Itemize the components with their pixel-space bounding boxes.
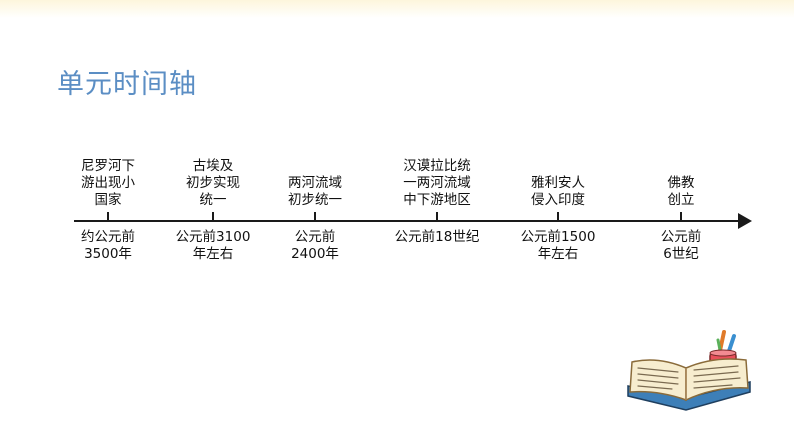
event-line: 汉谟拉比统	[382, 158, 492, 175]
event-line: 中下游地区	[382, 192, 492, 209]
open-book-illustration	[622, 326, 762, 416]
event-line: 统一	[158, 192, 268, 209]
page-title: 单元时间轴	[57, 62, 197, 101]
timeline-tick-5	[557, 212, 559, 221]
event-line: 创立	[626, 192, 736, 209]
timeline-tick-2	[212, 212, 214, 221]
event-time-2: 公元前3100 年左右	[158, 229, 268, 263]
event-time-1: 约公元前 3500年	[53, 229, 163, 263]
event-line: 初步统一	[260, 192, 370, 209]
time-line: 公元前18世纪	[382, 229, 492, 246]
time-line: 约公元前	[53, 229, 163, 246]
time-line: 3500年	[53, 246, 163, 263]
event-time-5: 公元前1500 年左右	[503, 229, 613, 263]
event-label-1: 尼罗河下 游出现小 国家	[53, 158, 163, 209]
top-decor-band	[0, 0, 794, 18]
event-line: 尼罗河下	[53, 158, 163, 175]
event-label-3: 两河流域 初步统一	[260, 175, 370, 209]
time-line: 2400年	[260, 246, 370, 263]
event-line: 一两河流域	[382, 175, 492, 192]
time-line: 公元前3100	[158, 229, 268, 246]
time-line: 年左右	[158, 246, 268, 263]
event-line: 佛教	[626, 175, 736, 192]
event-line: 游出现小	[53, 175, 163, 192]
event-label-6: 佛教 创立	[626, 175, 736, 209]
event-line: 两河流域	[260, 175, 370, 192]
event-line: 古埃及	[158, 158, 268, 175]
timeline-arrowhead	[738, 213, 752, 229]
event-time-6: 公元前 6世纪	[626, 229, 736, 263]
timeline-tick-1	[107, 212, 109, 221]
event-label-4: 汉谟拉比统 一两河流域 中下游地区	[382, 158, 492, 209]
time-line: 公元前	[260, 229, 370, 246]
time-line: 公元前1500	[503, 229, 613, 246]
event-line: 雅利安人	[503, 175, 613, 192]
event-label-2: 古埃及 初步实现 统一	[158, 158, 268, 209]
timeline-axis	[74, 220, 742, 222]
timeline-tick-3	[314, 212, 316, 221]
timeline-tick-6	[680, 212, 682, 221]
time-line: 6世纪	[626, 246, 736, 263]
time-line: 年左右	[503, 246, 613, 263]
timeline-tick-4	[436, 212, 438, 221]
event-time-3: 公元前 2400年	[260, 229, 370, 263]
event-line: 初步实现	[158, 175, 268, 192]
event-time-4: 公元前18世纪	[382, 229, 492, 246]
event-line: 侵入印度	[503, 192, 613, 209]
event-label-5: 雅利安人 侵入印度	[503, 175, 613, 209]
event-line: 国家	[53, 192, 163, 209]
time-line: 公元前	[626, 229, 736, 246]
